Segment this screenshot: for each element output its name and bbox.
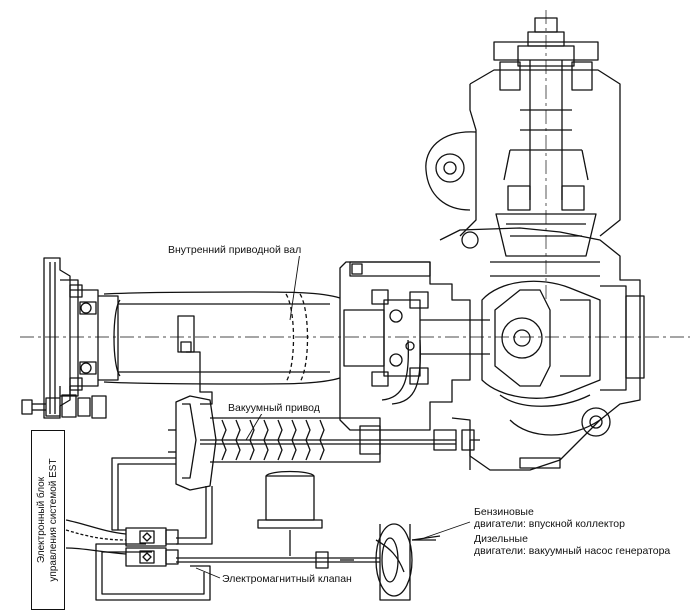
diesel-engines-label-2: двигатели: вакуумный насос генератора bbox=[474, 545, 671, 557]
inner-drive-shaft-label: Внутренний приводной вал bbox=[167, 244, 303, 256]
ecu-label-line1: Электронный блок bbox=[36, 476, 47, 564]
inner-drive-shaft bbox=[103, 291, 341, 385]
check-valve bbox=[315, 551, 354, 569]
left-bolts bbox=[21, 386, 107, 419]
ecu-label-line2: управления системой EST bbox=[48, 458, 59, 582]
shift-housing bbox=[339, 261, 490, 431]
solenoid-valve-label: Электромагнитный клапан bbox=[222, 573, 352, 585]
vacuum-actuator bbox=[168, 339, 475, 491]
diesel-engines-label-1: Дизельные bbox=[474, 533, 528, 545]
ecu-label: Электронный блок управления системой EST bbox=[36, 432, 60, 608]
vacuum-drive-label: Вакуумный привод bbox=[227, 402, 321, 414]
left-hub-flange bbox=[43, 257, 119, 419]
ecu-box: Электронный блок управления системой EST bbox=[31, 430, 65, 610]
solenoid-valves bbox=[65, 519, 179, 567]
pinion-assembly bbox=[425, 10, 621, 300]
fork-bracket bbox=[177, 315, 213, 405]
petrol-engines-label-1: Бензиновые bbox=[474, 506, 534, 518]
vacuum-reservoir bbox=[257, 470, 323, 529]
differential-housing bbox=[439, 227, 645, 471]
petrol-engines-label-2: двигатели: впускной коллектор bbox=[474, 518, 625, 530]
vacuum-lines bbox=[95, 457, 380, 601]
vacuum-source bbox=[375, 523, 441, 601]
leader-lines bbox=[195, 251, 471, 579]
